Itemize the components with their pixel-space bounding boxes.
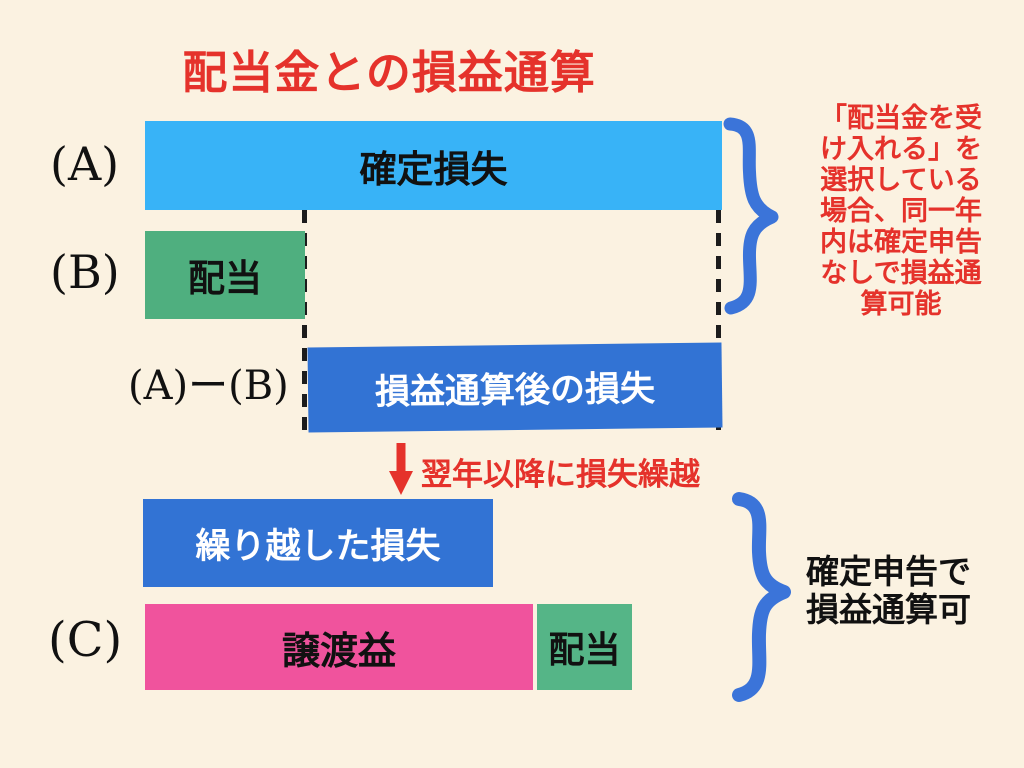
note-same-year-offset: 「配当金を受 け入れる」を 選択している 場合、同一年 内は確定申告 なしで損益… bbox=[820, 103, 982, 319]
bar-dividend-c: 配当 bbox=[537, 604, 632, 690]
bar-carried-loss: 繰り越した損失 bbox=[143, 499, 493, 587]
note-tax-return-offset: 確定申告で 損益通算可 bbox=[806, 553, 971, 628]
dashed-guide-line-right bbox=[716, 210, 721, 430]
row-label-a: (A) bbox=[50, 137, 120, 191]
bar-dividend-b-label: 配当 bbox=[188, 258, 262, 299]
bar-capital-gain-label: 譲渡益 bbox=[281, 630, 396, 673]
bar-confirmed-loss-label: 確定損失 bbox=[359, 148, 508, 190]
bar-carried-loss-label: 繰り越した損失 bbox=[195, 526, 441, 566]
bar-capital-gain: 譲渡益 bbox=[145, 604, 533, 690]
bar-dividend-b: 配当 bbox=[145, 231, 305, 319]
row-label-c: (C) bbox=[48, 612, 123, 668]
curly-brace-icon-bottom bbox=[732, 492, 791, 702]
down-arrow-icon bbox=[389, 443, 413, 495]
dashed-guide-line-left bbox=[302, 210, 307, 430]
bar-net-loss-after-offset: 損益通算後の損失 bbox=[307, 342, 723, 433]
row-label-b: (B) bbox=[50, 245, 120, 299]
bar-dividend-c-label: 配当 bbox=[548, 629, 621, 670]
row-label-a-minus-b: (A)ー(B) bbox=[128, 363, 289, 409]
curly-brace-icon-top bbox=[723, 117, 779, 315]
page-title: 配当金との損益通算 bbox=[182, 47, 596, 98]
bar-net-loss-after-offset-label: 損益通算後の損失 bbox=[374, 369, 656, 412]
bar-confirmed-loss: 確定損失 bbox=[145, 121, 722, 210]
carryover-note: 翌年以降に損失繰越 bbox=[421, 457, 700, 492]
